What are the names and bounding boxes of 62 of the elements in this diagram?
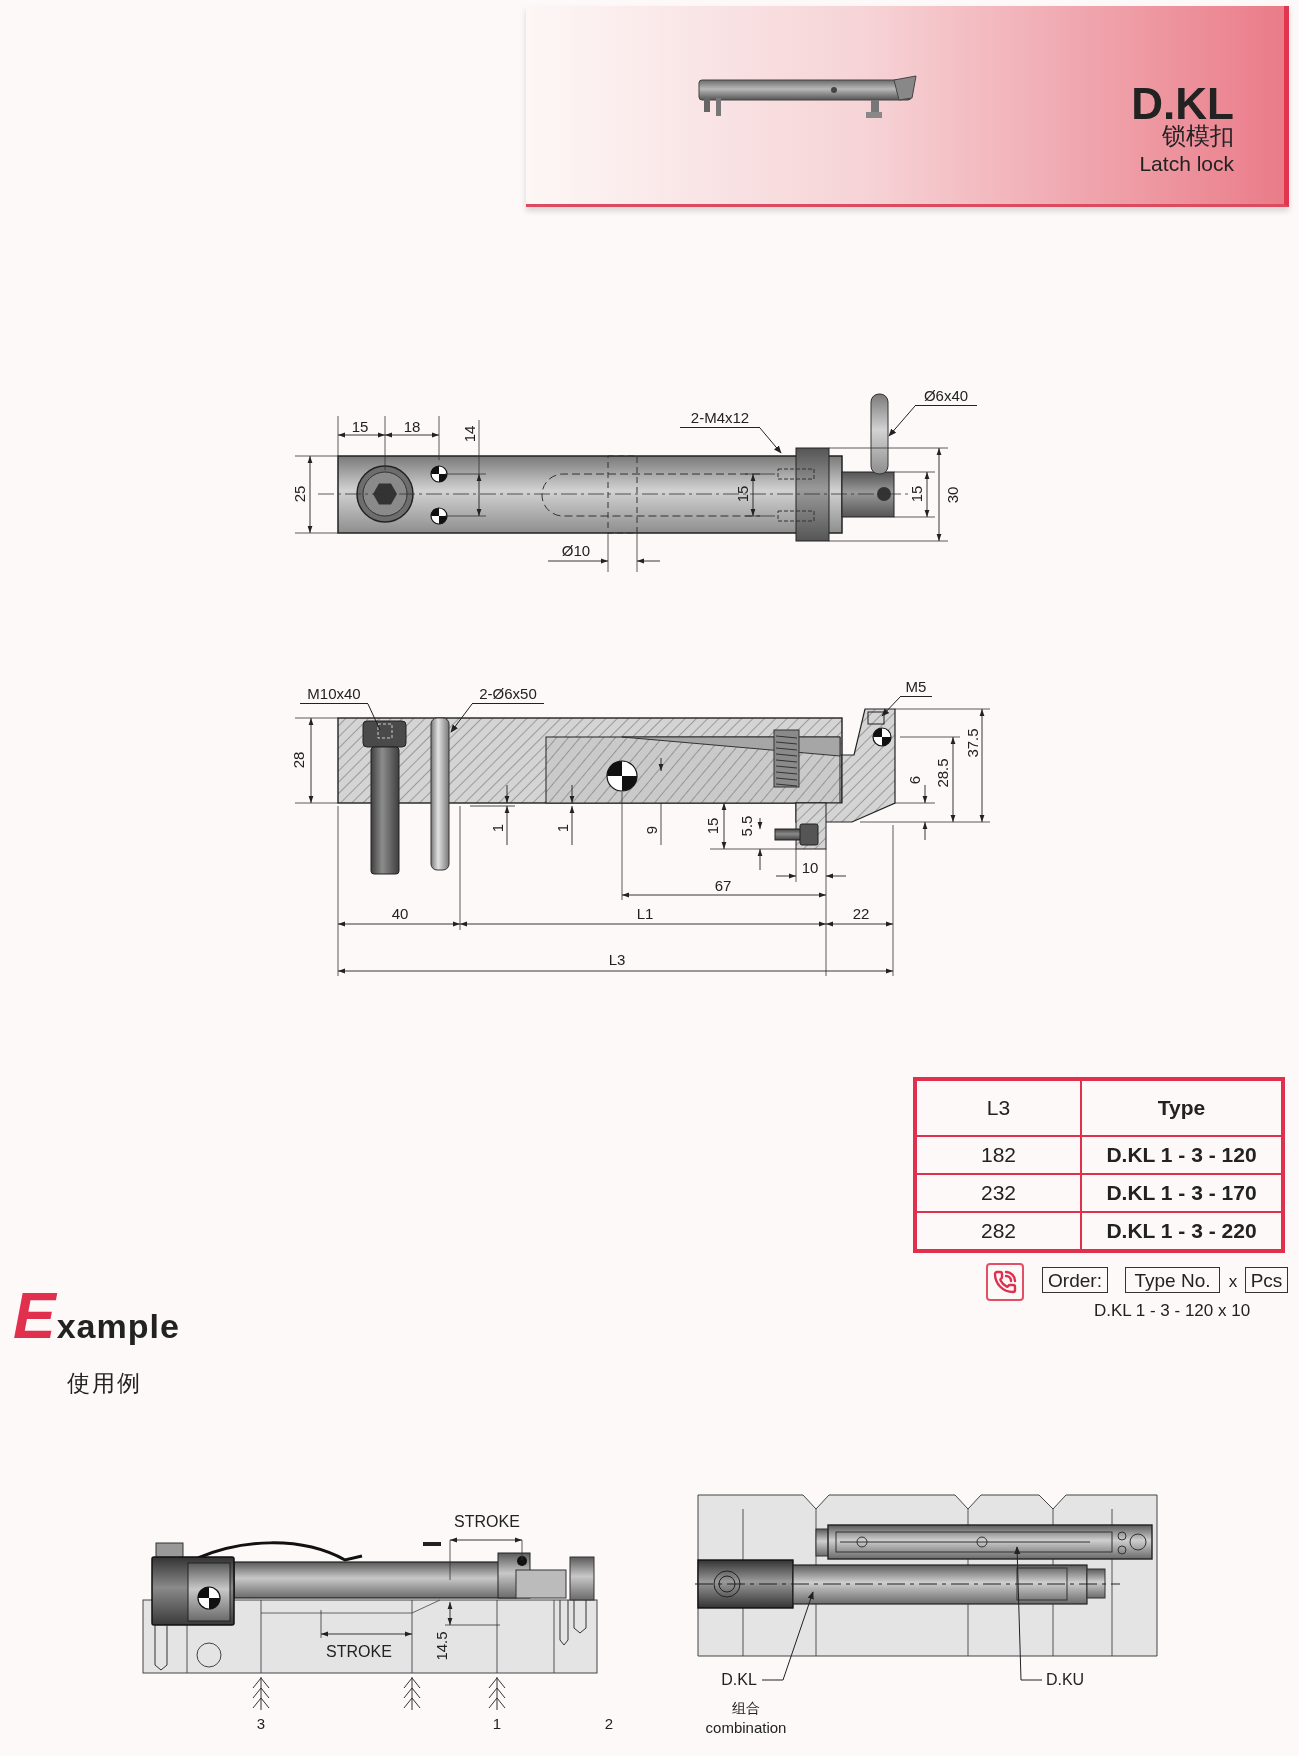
dimension-value: 14.5	[433, 1631, 449, 1661]
dimension-value: 25	[291, 485, 307, 503]
l3-value: 182	[917, 1135, 1082, 1173]
dimension-value: Ø10	[561, 542, 591, 558]
dimension-value: 15	[351, 418, 369, 434]
order-field: Order:	[1042, 1267, 1108, 1293]
dimension-value: 22	[852, 905, 870, 921]
l3-value: 232	[917, 1173, 1082, 1211]
callout-label: 2-Ø6x50	[472, 684, 544, 704]
position-number: 3	[256, 1715, 266, 1731]
callout-label: Ø6x40	[915, 386, 977, 406]
callout-label: M10x40	[300, 684, 368, 704]
dimension-value: 5.5	[738, 815, 754, 837]
leader-line	[450, 703, 473, 733]
dimension-label: L1	[636, 905, 654, 921]
section-subheading: 使用例	[67, 1372, 142, 1395]
part-label: D.KL	[716, 1670, 762, 1690]
stroke-label: STROKE	[326, 1644, 392, 1660]
subtitle: 锁模扣	[1162, 124, 1234, 148]
order-field: Type No.	[1125, 1267, 1220, 1293]
stroke-label: STROKE	[454, 1514, 520, 1530]
leader-line	[759, 427, 782, 454]
dimension-value: 15	[704, 817, 720, 835]
dimension-value: 14	[461, 425, 477, 443]
position-number: 1	[492, 1715, 502, 1731]
dimension-value: 28.5	[934, 758, 950, 788]
callout-label: 2-M4x12	[680, 406, 760, 428]
dimension-value: 15	[908, 485, 924, 503]
dimension-value: 1	[554, 823, 570, 833]
multiply-sign: x	[1228, 1272, 1238, 1290]
column-header: L3	[917, 1081, 1082, 1135]
leader-line	[761, 1591, 814, 1681]
position-number: 2	[604, 1715, 614, 1731]
callout-label: M5	[900, 677, 932, 697]
dimension-value: 6	[906, 775, 922, 785]
caption: combination	[705, 1719, 787, 1735]
dimension-value: 37.5	[964, 728, 980, 758]
subtitle: Latch lock	[1139, 153, 1234, 174]
leader-line	[1014, 1546, 1043, 1681]
dimension-value: 1	[489, 823, 505, 833]
dimension-value: 40	[391, 905, 409, 921]
leader-line	[888, 405, 916, 437]
leader-line	[367, 703, 381, 731]
section-heading: Example	[13, 1284, 180, 1348]
type-code: D.KL 1 - 3 - 220	[1082, 1211, 1281, 1249]
l3-value: 282	[917, 1211, 1082, 1249]
column-header: Type	[1156, 1095, 1207, 1121]
type-code: D.KL 1 - 3 - 120	[1082, 1135, 1281, 1173]
leader-line	[881, 696, 901, 717]
caption: 组合	[732, 1701, 760, 1715]
dimension-value: 30	[944, 486, 960, 504]
dimension-value: 9	[643, 825, 659, 835]
dimension-value: 28	[290, 751, 306, 769]
dimension-label: L3	[608, 951, 626, 967]
dimension-value: 10	[801, 859, 819, 875]
dimension-value: 67	[714, 877, 732, 893]
order-field: Pcs	[1245, 1267, 1288, 1293]
dimension-value: 18	[403, 418, 421, 434]
type-code: D.KL 1 - 3 - 170	[1082, 1173, 1281, 1211]
dimension-value: 15	[734, 485, 750, 503]
order-example: D.KL 1 - 3 - 120 x 10	[1093, 1301, 1251, 1319]
part-label: D.KU	[1042, 1670, 1088, 1690]
